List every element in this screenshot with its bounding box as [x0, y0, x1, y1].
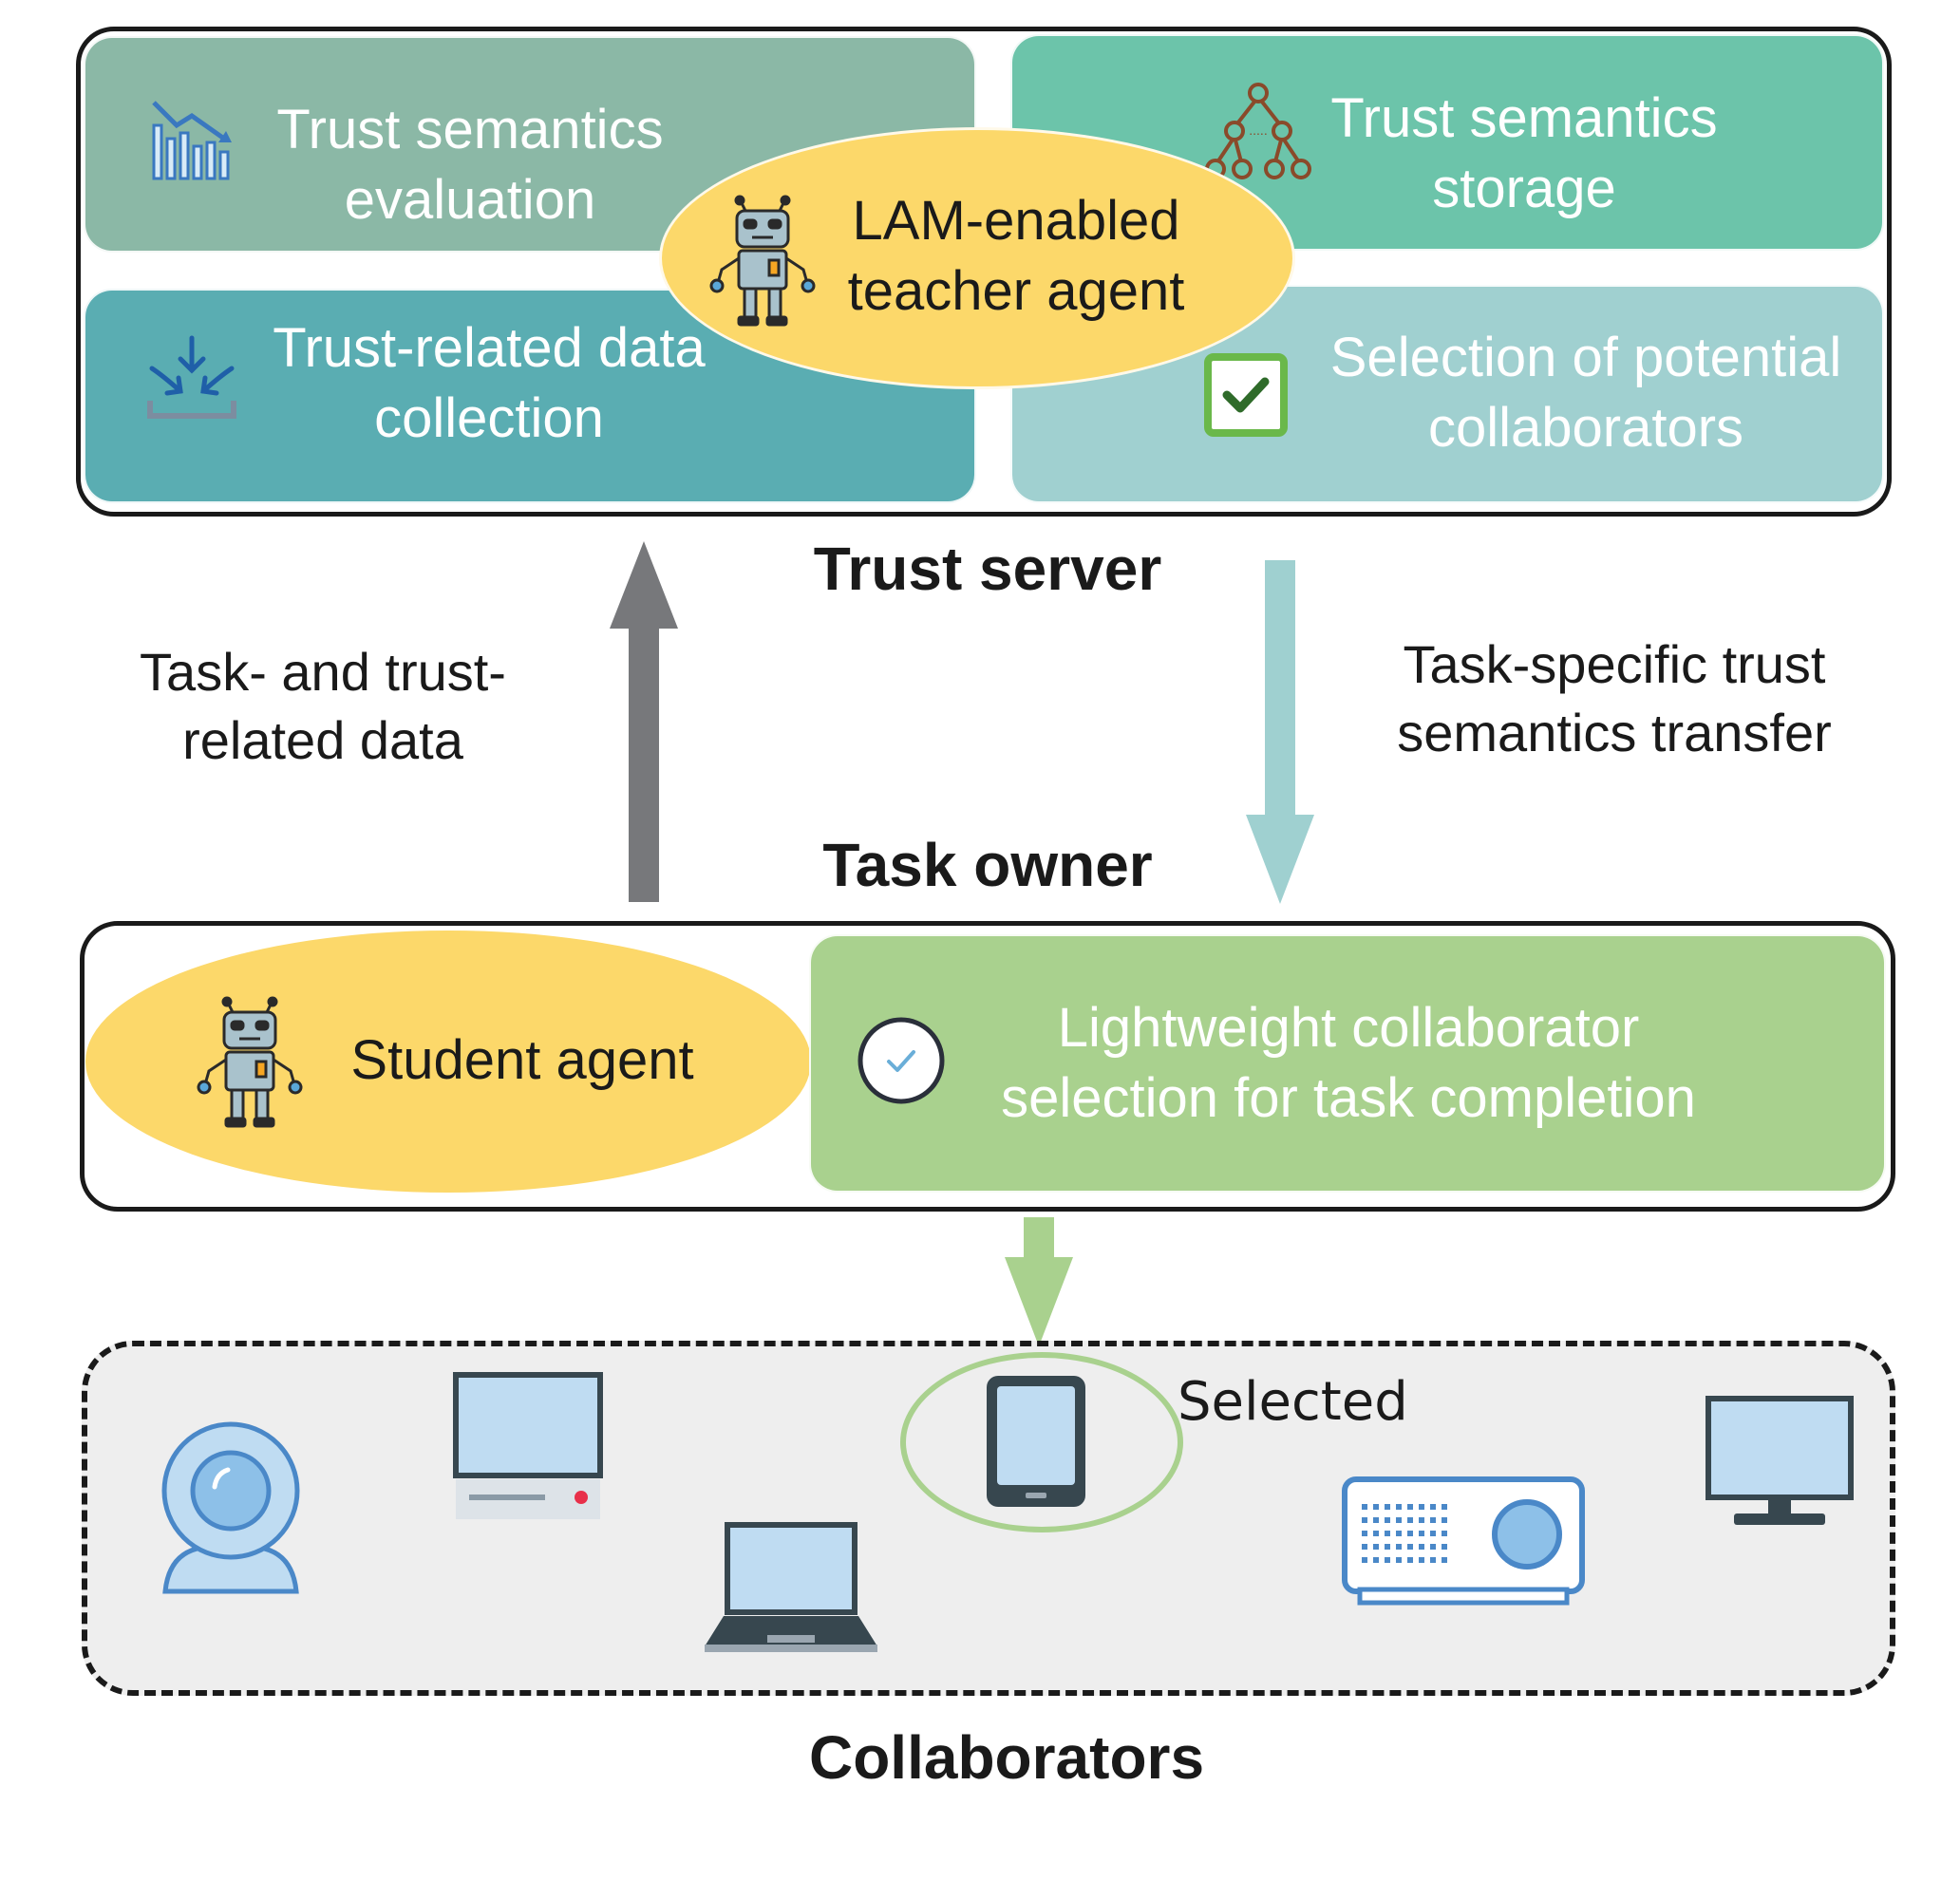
collection-title: Trust-related data collection [247, 313, 731, 454]
evaluation-line2: evaluation [344, 169, 596, 231]
transfer-line1: Task-specific trust [1403, 634, 1826, 694]
selected-highlight-ellipse [900, 1352, 1183, 1532]
upload-line2: related data [182, 710, 463, 770]
tablet-icon [987, 1376, 1085, 1507]
check-circle-icon [858, 1017, 945, 1104]
trust-server-label: Trust server [813, 535, 1162, 603]
desktop-computer-icon [453, 1372, 603, 1519]
selection-line1: Selection of potential [1329, 327, 1842, 388]
selection-line2: collaborators [1427, 397, 1744, 459]
upload-arrow [610, 541, 678, 902]
collaborators-label: Collaborators [808, 1723, 1205, 1792]
storage-line1: Trust semantics [1330, 87, 1718, 149]
transfer-line2: semantics transfer [1397, 703, 1832, 762]
lightweight-line2: selection for task completion [1001, 1067, 1696, 1129]
transfer-flow-label: Task-specific trust semantics transfer [1367, 630, 1861, 767]
svg-text:.....: ..... [1249, 122, 1267, 138]
evaluation-title: Trust semantics evaluation [256, 95, 684, 235]
selection-arrow [1005, 1217, 1073, 1346]
lightweight-line1: Lightweight collaborator [1057, 997, 1640, 1059]
collection-line2: collection [374, 387, 604, 449]
projector-icon [1342, 1476, 1585, 1606]
teacher-agent-label: LAM-enabled teacher agent [826, 186, 1206, 327]
webcam-icon [161, 1421, 300, 1594]
robot-icon [709, 195, 816, 327]
lightweight-selection-title: Lightweight collaborator selection for t… [950, 993, 1747, 1134]
bar-chart-trend-icon [152, 101, 232, 180]
task-owner-label: Task owner [822, 831, 1153, 899]
inbox-download-icon [147, 335, 236, 419]
selected-label: Selected [1178, 1371, 1408, 1433]
teacher-agent-line1: LAM-enabled [852, 190, 1180, 252]
lightweight-selection-panel [809, 934, 1886, 1193]
upload-line1: Task- and trust- [140, 642, 506, 702]
tree-hierarchy-icon: ..... [1205, 83, 1311, 179]
storage-title: Trust semantics storage [1310, 84, 1738, 224]
robot-icon [197, 996, 303, 1128]
storage-line2: storage [1432, 158, 1616, 219]
selection-title: Selection of potential collaborators [1310, 323, 1861, 463]
upload-flow-label: Task- and trust- related data [104, 638, 541, 775]
laptop-icon [705, 1522, 877, 1652]
teacher-agent-line2: teacher agent [847, 260, 1185, 322]
checkbox-icon [1204, 353, 1288, 437]
collection-line1: Trust-related data [273, 317, 706, 379]
student-agent-label: Student agent [350, 1029, 694, 1091]
monitor-icon [1706, 1396, 1854, 1525]
transfer-arrow [1246, 560, 1314, 904]
student-agent-ellipse [85, 931, 811, 1193]
evaluation-line1: Trust semantics [276, 99, 664, 160]
